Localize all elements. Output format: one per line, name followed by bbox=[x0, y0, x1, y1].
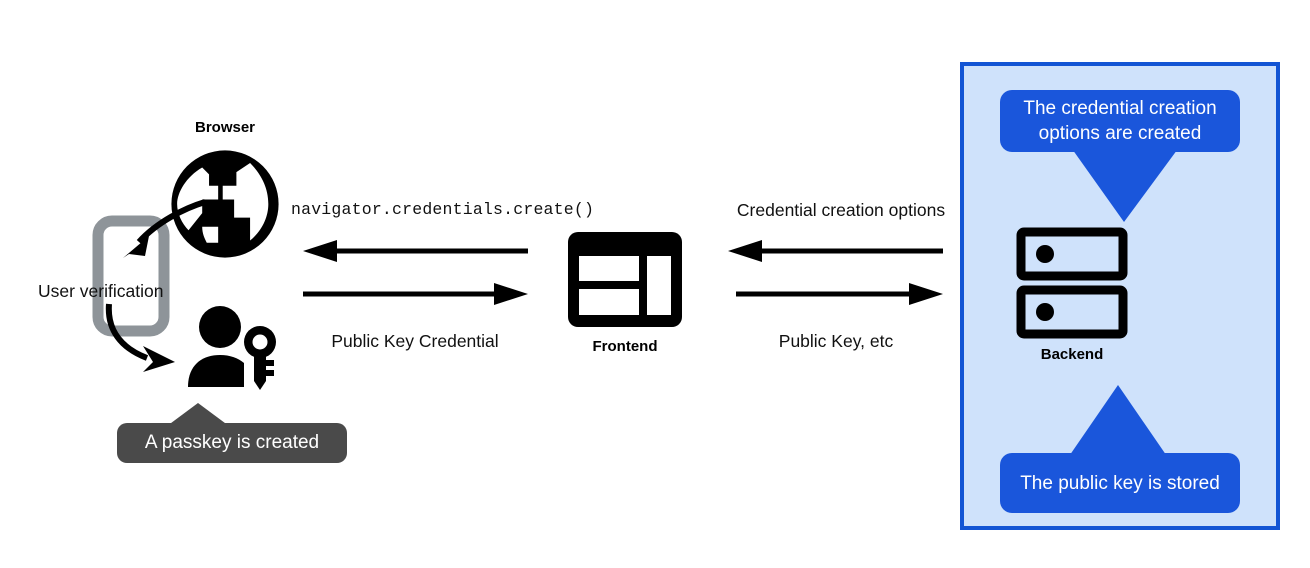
user-verification-text: User verification bbox=[38, 281, 164, 301]
tooltip-passkey-created: A passkey is created bbox=[117, 423, 347, 463]
arrow-backend-to-frontend-options bbox=[728, 240, 943, 262]
backend-caption: Backend bbox=[1017, 346, 1127, 363]
credential-creation-options-label: Credential creation options bbox=[718, 200, 964, 221]
frontend-caption: Frontend bbox=[558, 338, 692, 355]
public-key-etc-label: Public Key, etc bbox=[726, 331, 946, 352]
server-rack-icon bbox=[1016, 227, 1128, 339]
credential-creation-options-text: Credential creation options bbox=[736, 200, 946, 220]
arrow-frontend-to-backend-publickey bbox=[736, 283, 943, 305]
arrow-browser-to-frontend-request bbox=[303, 240, 528, 262]
public-key-callout-tail bbox=[1063, 385, 1173, 465]
passkey-tooltip-tail bbox=[163, 403, 233, 429]
public-key-credential-text: Public Key Credential bbox=[331, 331, 499, 351]
callout-options-created-text: The credential creation options are crea… bbox=[1023, 98, 1217, 144]
callout-public-key-stored: The public key is stored bbox=[1000, 453, 1240, 513]
browser-to-device-arrow bbox=[123, 199, 206, 258]
callout-public-key-stored-text: The public key is stored bbox=[1020, 472, 1220, 494]
options-callout-tail bbox=[1070, 146, 1180, 222]
public-key-credential-label: Public Key Credential bbox=[300, 331, 530, 352]
tooltip-passkey-created-text: A passkey is created bbox=[144, 432, 320, 453]
user-verification-label: User verification bbox=[38, 281, 163, 302]
browser-caption-text: Browser bbox=[194, 119, 256, 136]
user-with-key-icon bbox=[188, 306, 276, 390]
mobile-device-icon bbox=[92, 215, 170, 337]
browser-caption: Browser bbox=[160, 119, 290, 136]
public-key-etc-text: Public Key, etc bbox=[778, 331, 894, 351]
navigator-create-label: navigator.credentials.create() bbox=[291, 200, 594, 219]
layout-window-icon bbox=[568, 232, 682, 327]
navigator-create-text: navigator.credentials.create() bbox=[291, 200, 595, 219]
globe-icon bbox=[171, 150, 279, 258]
frontend-caption-text: Frontend bbox=[592, 338, 658, 355]
callout-options-created: The credential creation options are crea… bbox=[1000, 90, 1240, 152]
device-to-user-arrow bbox=[105, 303, 175, 372]
backend-caption-text: Backend bbox=[1040, 346, 1104, 363]
arrow-frontend-to-browser-response bbox=[303, 283, 528, 305]
